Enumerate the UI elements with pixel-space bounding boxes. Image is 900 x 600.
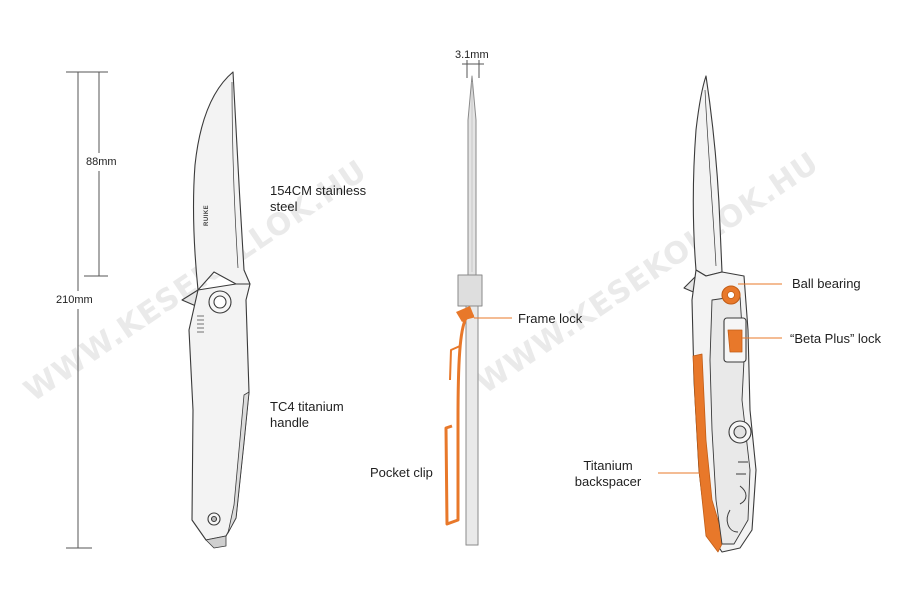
- blade-back: [692, 75, 723, 277]
- knife-back-view: [683, 75, 757, 553]
- leader-lines: [474, 283, 782, 474]
- handle: [188, 283, 251, 541]
- blade-material-line2: steel: [270, 199, 298, 214]
- backspacer-line1: Titanium: [583, 458, 633, 473]
- backspacer-line2: backspacer: [574, 474, 642, 489]
- pocket-clip-label: Pocket clip: [370, 465, 433, 480]
- titanium-backspacer: [692, 353, 725, 553]
- ball-bearing-label: Ball bearing: [792, 276, 861, 291]
- knife-side-view: [181, 71, 251, 549]
- thickness-label: 3.1mm: [455, 49, 489, 61]
- backspacer-label: Titanium backspacer: [562, 458, 654, 490]
- blade-length-label: 88mm: [86, 153, 117, 171]
- blade: [193, 71, 251, 291]
- brand-mark: RUIKE: [204, 204, 210, 226]
- thickness-marker: [462, 60, 484, 78]
- beta-plus-lock: [727, 329, 743, 353]
- frame-lock-label: Frame lock: [518, 311, 583, 326]
- jimping: [197, 315, 204, 333]
- handle-line2: handle: [270, 415, 310, 430]
- pocket-clip: [444, 314, 475, 526]
- handle-line1: TC4 titanium: [270, 399, 344, 414]
- beta-plus-lock-label: “Beta Plus” lock: [790, 331, 882, 346]
- dimension-lines: [66, 71, 108, 549]
- blade-material-line1: 154CM stainless: [270, 183, 367, 198]
- total-length-label: 210mm: [56, 291, 93, 309]
- blade-material-label: 154CM stainless steel: [270, 183, 366, 215]
- knife-spine-view: [444, 60, 484, 546]
- handle-material-label: TC4 titanium handle: [270, 399, 344, 431]
